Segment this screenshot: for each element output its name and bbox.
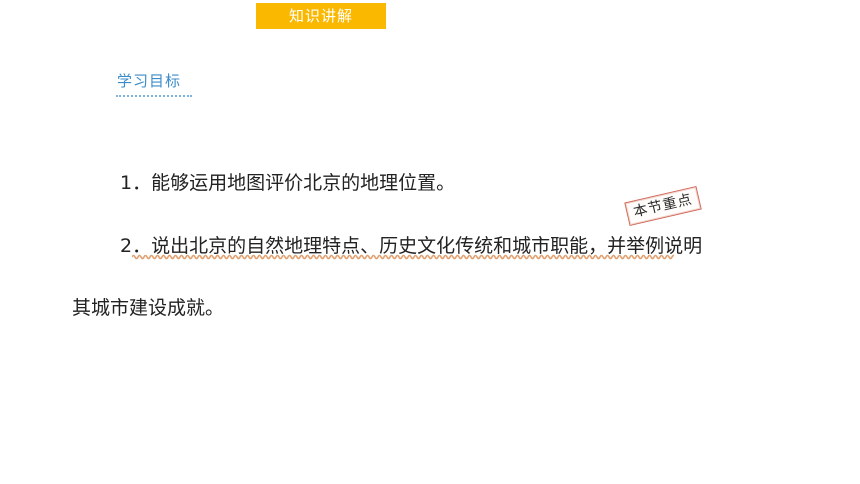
objective-2-text: 2．说出北京的自然地理特点、历史文化传统和城市职能，并举例说明 xyxy=(120,235,703,257)
knowledge-explanation-tab[interactable]: 知识讲解 xyxy=(256,3,386,29)
learning-objectives-heading: 学习目标 xyxy=(117,72,182,90)
key-point-stamp: 本节重点 xyxy=(624,185,702,227)
objective-2-continuation-text: 其城市建设成就。 xyxy=(72,297,225,319)
objective-1-text: 1．能够运用地图评价北京的地理位置。 xyxy=(120,172,456,194)
heading-dotted-underline xyxy=(116,95,192,97)
key-point-wavy-underline xyxy=(132,254,674,260)
